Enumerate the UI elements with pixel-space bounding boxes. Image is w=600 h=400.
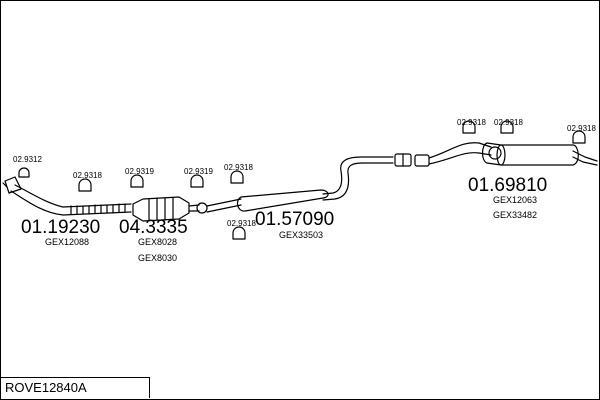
clamp-label: 02.9312 bbox=[13, 155, 42, 164]
part-ref: GEX8028 bbox=[138, 237, 177, 247]
diagram-title: ROVE12840A bbox=[1, 377, 150, 398]
clamp-label: 02.9318 bbox=[73, 171, 102, 180]
clamp-label: 02.9318 bbox=[494, 118, 523, 127]
rear-silencer bbox=[428, 142, 598, 166]
clamp-label: 02.9318 bbox=[457, 118, 486, 127]
part-ref: GEX12088 bbox=[45, 237, 89, 247]
part-number: 01.69810 bbox=[468, 175, 547, 196]
clamp-label: 02.9318 bbox=[567, 124, 596, 133]
catalytic-converter bbox=[132, 196, 208, 222]
part-number: 04.3335 bbox=[119, 217, 188, 238]
clamp-label: 02.9318 bbox=[224, 163, 253, 172]
part-ref: GEX33503 bbox=[279, 230, 323, 240]
clamp-label: 02.9319 bbox=[125, 167, 154, 176]
clamp-label: 02.9318 bbox=[227, 219, 256, 228]
part-ref: GEX12063 bbox=[493, 195, 537, 205]
part-number: 01.57090 bbox=[255, 209, 334, 230]
part-ref: GEX33482 bbox=[493, 210, 537, 220]
part-number: 01.19230 bbox=[21, 217, 100, 238]
centre-silencer bbox=[206, 156, 394, 213]
clamp-label: 02.9319 bbox=[184, 167, 213, 176]
front-pipe bbox=[2, 176, 132, 216]
part-ref: GEX8030 bbox=[138, 253, 177, 263]
clamp-shapes bbox=[18, 120, 586, 240]
pipe-joint bbox=[394, 153, 430, 167]
